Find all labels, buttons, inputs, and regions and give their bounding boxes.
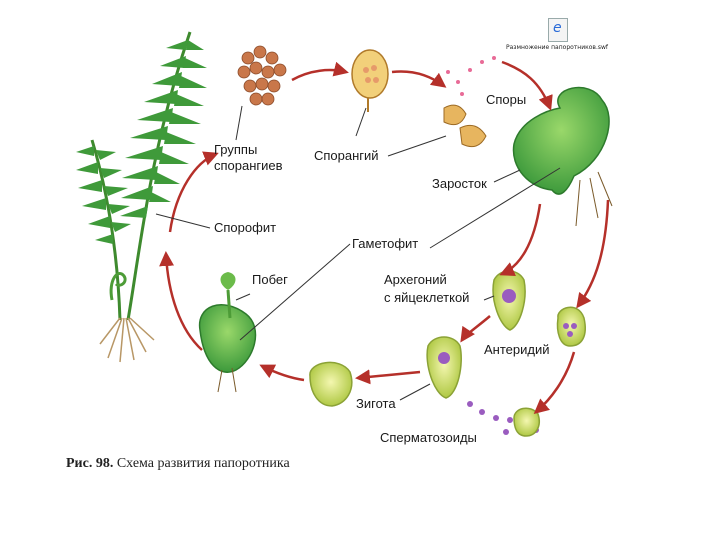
sporophyte-fern xyxy=(76,32,207,362)
label-gametophyte: Гаметофит xyxy=(352,236,418,251)
label-sporophyte: Спорофит xyxy=(214,220,276,235)
caption-number: Рис. 98. xyxy=(66,456,113,471)
label-sporangia-groups-1: Группы xyxy=(214,142,257,157)
label-archegonium-2: с яйцеклеткой xyxy=(384,290,469,305)
label-prothallus: Заросток xyxy=(432,176,487,191)
caption-text: Схема развития папоротника xyxy=(117,456,290,471)
label-spores: Споры xyxy=(486,92,526,107)
file-name: Размножение папоротников.swf xyxy=(506,44,608,51)
label-archegonium-1: Архегоний xyxy=(384,272,447,287)
document-icon xyxy=(548,18,568,42)
sporangia-group xyxy=(238,46,286,105)
young-sporophyte xyxy=(200,272,256,392)
fertilization xyxy=(427,337,461,398)
label-sporangia-groups-2: спорангиев xyxy=(214,158,283,173)
label-spermatozoa: Сперматозоиды xyxy=(380,430,477,445)
file-link[interactable]: Размножение папоротников.swf xyxy=(506,18,616,58)
zygote xyxy=(310,362,352,406)
prothallus xyxy=(513,88,612,226)
label-shoot: Побег xyxy=(252,272,288,287)
label-zygote: Зигота xyxy=(356,396,396,411)
archegonium xyxy=(493,271,525,330)
spermatozoa-source xyxy=(514,408,539,436)
antheridium xyxy=(558,307,586,346)
figure-caption: Рис. 98. Схема развития папоротника xyxy=(66,456,290,472)
sporangium xyxy=(352,50,388,112)
label-antheridium: Антеридий xyxy=(484,342,550,357)
label-sporangium: Спорангий xyxy=(314,148,379,163)
